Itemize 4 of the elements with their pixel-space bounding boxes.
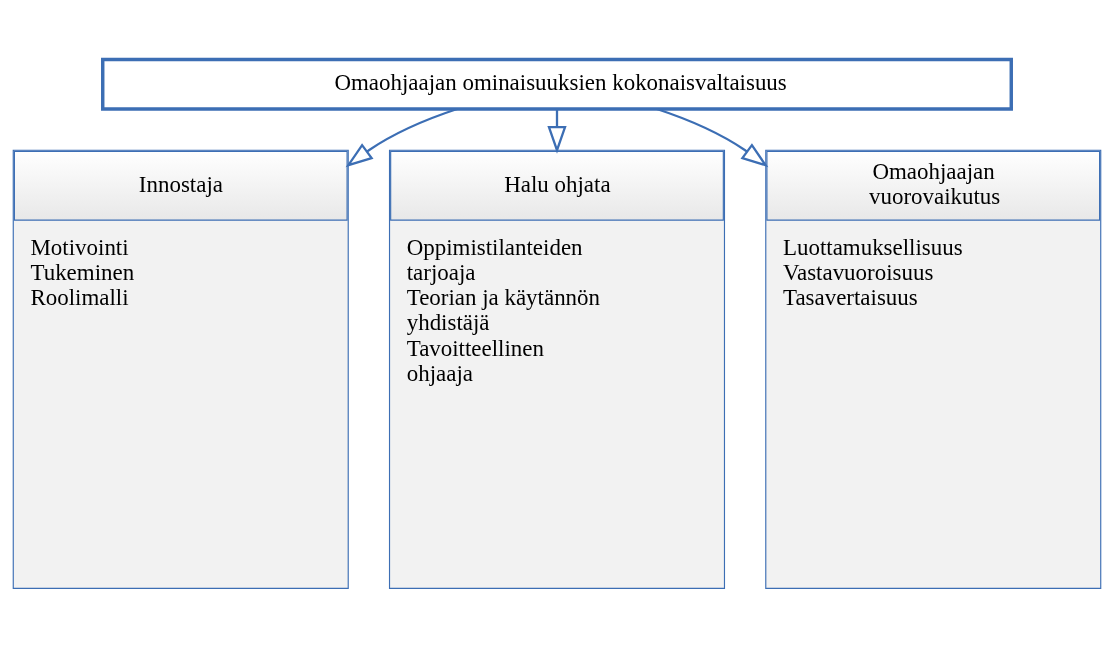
arrow (656, 107, 769, 168)
arrow (547, 109, 567, 154)
node-box: Omaohjaajan ominaisuuksien kokonaisvaltaisuus (101, 57, 1013, 111)
arrow (345, 107, 458, 168)
